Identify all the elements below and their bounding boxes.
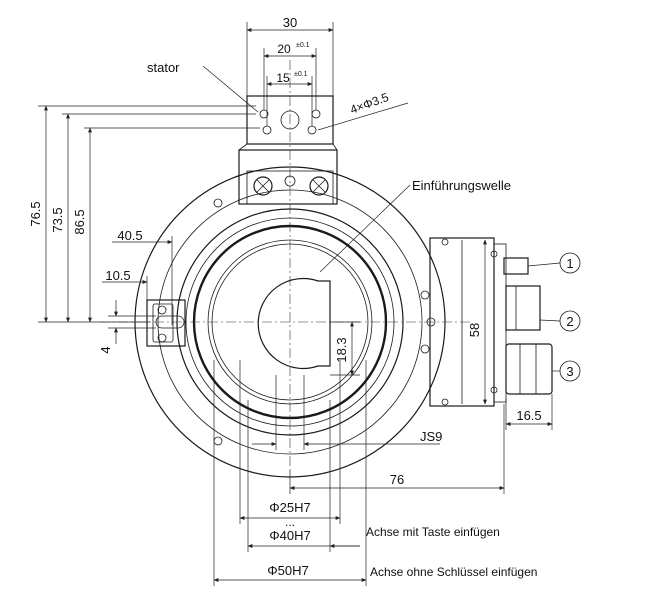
stator-hole: [307, 125, 317, 135]
dim-40-5-group: 40.5: [112, 228, 173, 325]
left-dimensions: 76.5 73.5 86.5: [28, 105, 260, 323]
dim-40-5: 40.5: [117, 228, 142, 243]
clamp-slot: [155, 315, 185, 329]
dim-20: 20: [277, 42, 291, 56]
dim-4-group: 4: [98, 300, 156, 354]
dim-58-group: 58: [467, 239, 487, 405]
callout-3-circle: [559, 360, 581, 382]
holes-leader: [317, 102, 409, 131]
dim-phi50: Φ50H7: [267, 563, 308, 578]
dim-76-5: 76.5: [28, 201, 43, 226]
connector-1: [503, 257, 529, 275]
dim-15: 15: [276, 71, 290, 85]
left-clamp-tab: [146, 299, 186, 347]
stator-lower-plate: [246, 170, 334, 205]
housing-hole-right-lower: [420, 344, 430, 354]
connector-2: [505, 285, 541, 331]
stator-label: stator: [147, 60, 180, 75]
dim-16-5: 16.5: [516, 408, 541, 423]
stator-plate-top: [246, 95, 334, 145]
dim-73-5: 73.5: [50, 207, 65, 232]
dim-js9-group: JS9: [252, 375, 442, 450]
centerlines: [100, 60, 470, 470]
callout-1-circle: [559, 252, 581, 274]
connector-3: [505, 343, 553, 395]
einfuehrungswelle-label: Einführungswelle: [412, 178, 511, 193]
dim-58: 58: [467, 323, 482, 337]
stator-center-pin: [284, 175, 296, 187]
stator-bracket: [238, 95, 338, 205]
dim-phi25: Φ25H7: [269, 500, 310, 515]
diameter-dimensions: Φ25H7 ... Φ40H7 Achse mit Taste einfügen…: [213, 360, 537, 586]
dim-76-group: 76: [289, 404, 505, 494]
dim-86-5: 86.5: [72, 209, 87, 234]
keyway-bore: [257, 277, 331, 370]
dim-phi40: Φ40H7: [269, 528, 310, 543]
dim-15-tolerance: ±0.1: [294, 71, 308, 78]
stator-screw-left: [253, 176, 273, 196]
dim-10-5: 10.5: [105, 268, 130, 283]
callout-2-circle: [559, 310, 581, 332]
housing-hole-top-left: [213, 198, 223, 208]
achse-mit-taste-label: Achse mit Taste einfügen: [366, 525, 500, 539]
dim-js9: JS9: [420, 429, 442, 444]
housing-hole-right-upper: [420, 290, 430, 300]
stator-center-hole: [280, 110, 300, 130]
dim-18-3: 18.3: [334, 337, 349, 362]
callout-3-label: 3: [566, 364, 573, 379]
stator-screw-right: [309, 176, 329, 196]
stator-hole: [311, 109, 321, 119]
dim-16-5-group: 16.5: [505, 394, 553, 430]
dim-18-3-group: 18.3: [330, 321, 360, 376]
achse-ohne-label: Achse ohne Schlüssel einfügen: [370, 565, 537, 579]
holes-label: 4×Φ3.5: [348, 90, 391, 117]
housing-hole-bottom-left: [213, 436, 223, 446]
stator-hole: [262, 125, 272, 135]
dim-76: 76: [390, 472, 404, 487]
callouts: 1 2 3: [527, 252, 581, 382]
stator-leader: [202, 65, 259, 113]
dim-20-tolerance: ±0.1: [296, 42, 310, 49]
einfuehrungswelle-leader: [319, 184, 411, 273]
dim-dots: ...: [285, 515, 295, 529]
clamp-tab-body: [146, 299, 186, 347]
top-dimensions: 30 20 ±0.1 15 ±0.1: [246, 15, 334, 126]
callout-1-label: 1: [566, 256, 573, 271]
dim-10-5-group: 10.5: [102, 268, 148, 300]
callout-2-label: 2: [566, 314, 573, 329]
dim-30: 30: [283, 15, 297, 30]
dim-4: 4: [98, 346, 113, 353]
